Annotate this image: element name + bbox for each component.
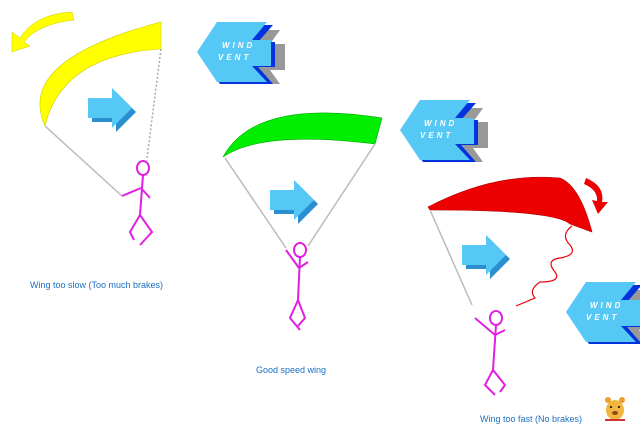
fast-turn-arrow-icon	[584, 178, 608, 214]
caption-wing-too-slow: Wing too slow (Too much brakes)	[30, 280, 163, 290]
riser-line	[44, 125, 123, 197]
wind-vent-text: VENT	[218, 53, 251, 62]
good-wing-scene: WIND VENT Good speed wing	[222, 100, 488, 375]
wind-vent-text: WIND	[590, 301, 623, 310]
brake-line-squiggle	[515, 225, 573, 307]
wind-vent-text: WIND	[424, 119, 457, 128]
bear-face-icon	[605, 397, 625, 421]
red-wing	[427, 176, 593, 233]
yellow-wing	[39, 21, 162, 127]
slow-wing-scene: WIND VENT Wing too slow (Too much brakes…	[11, 11, 285, 290]
fast-wing-scene: WIND VENT Wing too fast (No brakes)	[427, 176, 640, 424]
wind-vent-text: WIND	[222, 41, 255, 50]
green-wing	[222, 112, 383, 158]
wind-arrow-icon	[270, 180, 318, 224]
wind-vent-text: VENT	[586, 313, 619, 322]
slow-turn-arrow-icon	[11, 11, 75, 53]
pilot-stick-figure	[285, 242, 309, 331]
riser-line	[429, 209, 473, 306]
caption-wing-too-fast: Wing too fast (No brakes)	[480, 414, 582, 424]
wind-arrow-icon	[88, 88, 136, 132]
wind-vent-text: VENT	[420, 131, 453, 140]
wind-arrow-icon	[462, 235, 510, 279]
pilot-stick-figure	[474, 310, 507, 396]
riser-line	[224, 157, 287, 249]
brake-line-slack	[146, 48, 162, 159]
pilot-stick-figure	[121, 160, 154, 246]
riser-line	[307, 143, 376, 247]
caption-good-speed-wing: Good speed wing	[256, 365, 326, 375]
